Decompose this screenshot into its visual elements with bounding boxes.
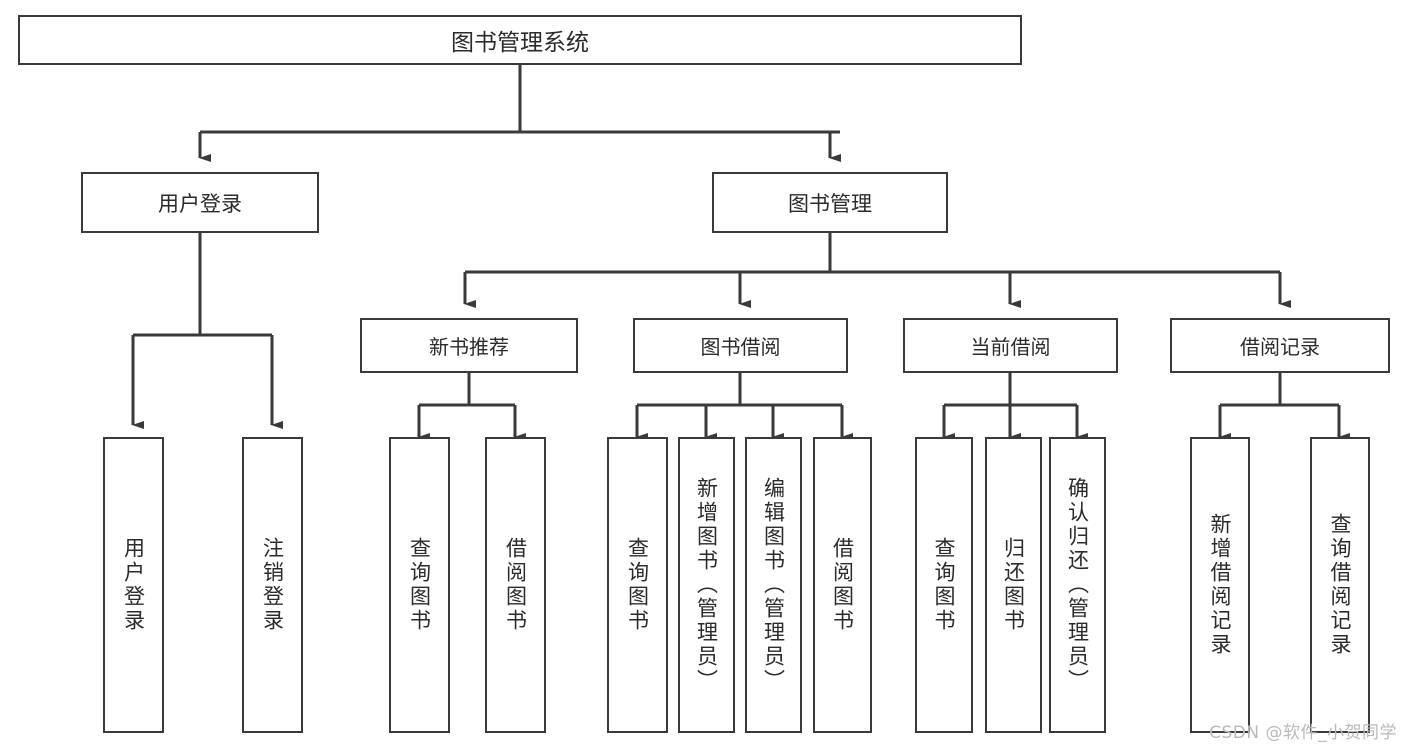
node-user-login[interactable]: 用户登录 xyxy=(81,172,319,233)
leaf-label: 查询图书 xyxy=(625,537,650,633)
leaf-label: 查询图书 xyxy=(407,537,432,633)
leaf-newbook-query-book[interactable]: 查询图书 xyxy=(389,437,450,733)
leaf-label: 查询借阅记录 xyxy=(1328,513,1353,657)
leaf-current-return-book[interactable]: 归还图书 xyxy=(985,437,1042,733)
leaf-label: 编辑图书（管理员） xyxy=(761,477,786,693)
leaf-record-query-record[interactable]: 查询借阅记录 xyxy=(1310,437,1370,733)
leaf-label: 归还图书 xyxy=(1001,537,1026,633)
node-book-borrow[interactable]: 图书借阅 xyxy=(633,318,848,373)
leaf-label: 用户登录 xyxy=(121,537,146,633)
leaf-current-confirm-return-admin[interactable]: 确认归还（管理员） xyxy=(1049,437,1106,733)
leaf-label: 确认归还（管理员） xyxy=(1065,477,1090,693)
node-new-book-recommend[interactable]: 新书推荐 xyxy=(360,318,578,373)
leaf-user-login[interactable]: 用户登录 xyxy=(103,437,164,733)
leaf-label: 查询图书 xyxy=(932,537,957,633)
leaf-user-logout[interactable]: 注销登录 xyxy=(242,437,303,733)
leaf-borrow-edit-book-admin[interactable]: 编辑图书（管理员） xyxy=(745,437,802,733)
leaf-borrow-borrow-book[interactable]: 借阅图书 xyxy=(813,437,872,733)
leaf-borrow-query-book[interactable]: 查询图书 xyxy=(607,437,668,733)
leaf-record-add-record[interactable]: 新增借阅记录 xyxy=(1190,437,1250,733)
leaf-label: 注销登录 xyxy=(260,537,285,633)
watermark-text: CSDN @软件_小贺同学 xyxy=(1209,723,1397,743)
leaf-current-query-book[interactable]: 查询图书 xyxy=(915,437,973,733)
leaf-label: 借阅图书 xyxy=(830,537,855,633)
node-book-management[interactable]: 图书管理 xyxy=(712,172,948,233)
leaf-borrow-add-book-admin[interactable]: 新增图书（管理员） xyxy=(678,437,735,733)
leaf-label: 新增图书（管理员） xyxy=(694,477,719,693)
node-borrow-record[interactable]: 借阅记录 xyxy=(1170,318,1390,373)
node-root-system[interactable]: 图书管理系统 xyxy=(18,15,1022,65)
node-current-borrow[interactable]: 当前借阅 xyxy=(903,318,1118,373)
leaf-label: 新增借阅记录 xyxy=(1208,513,1233,657)
leaf-newbook-borrow-book[interactable]: 借阅图书 xyxy=(485,437,546,733)
leaf-label: 借阅图书 xyxy=(503,537,528,633)
